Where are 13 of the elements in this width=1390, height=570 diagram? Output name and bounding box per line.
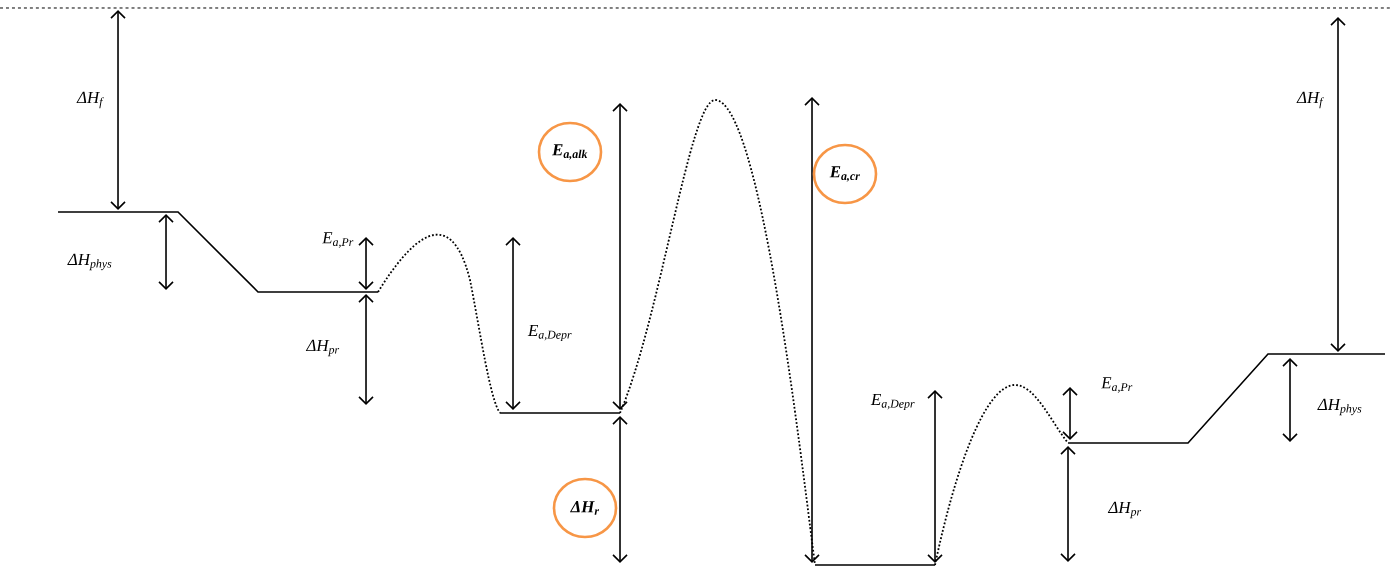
energy-label: ΔH$_{pr}$ xyxy=(305,339,340,357)
energy-label: ΔH$_{f}$ xyxy=(76,91,104,109)
energy-label: E$_{a,Depr}$ xyxy=(870,393,915,411)
energy-label: E$_{a,Depr}$ xyxy=(527,324,572,342)
energy-label: ΔH$_{f}$ xyxy=(1296,91,1324,109)
energy-label: E$_{a,Pr}$ xyxy=(322,232,354,248)
energy-label: E$_{a,Pr}$ xyxy=(1101,377,1133,393)
energy-label: ΔH$_{phys}$ xyxy=(67,253,112,271)
circled-label: ΔH$_{r}$ xyxy=(552,477,618,539)
circled-label: E$_{a,cr}$ xyxy=(812,143,878,205)
circled-label: E$_{a,alk}$ xyxy=(537,121,603,183)
energy-label: ΔH$_{pr}$ xyxy=(1107,501,1142,519)
energy-label: ΔH$_{phys}$ xyxy=(1317,398,1362,416)
